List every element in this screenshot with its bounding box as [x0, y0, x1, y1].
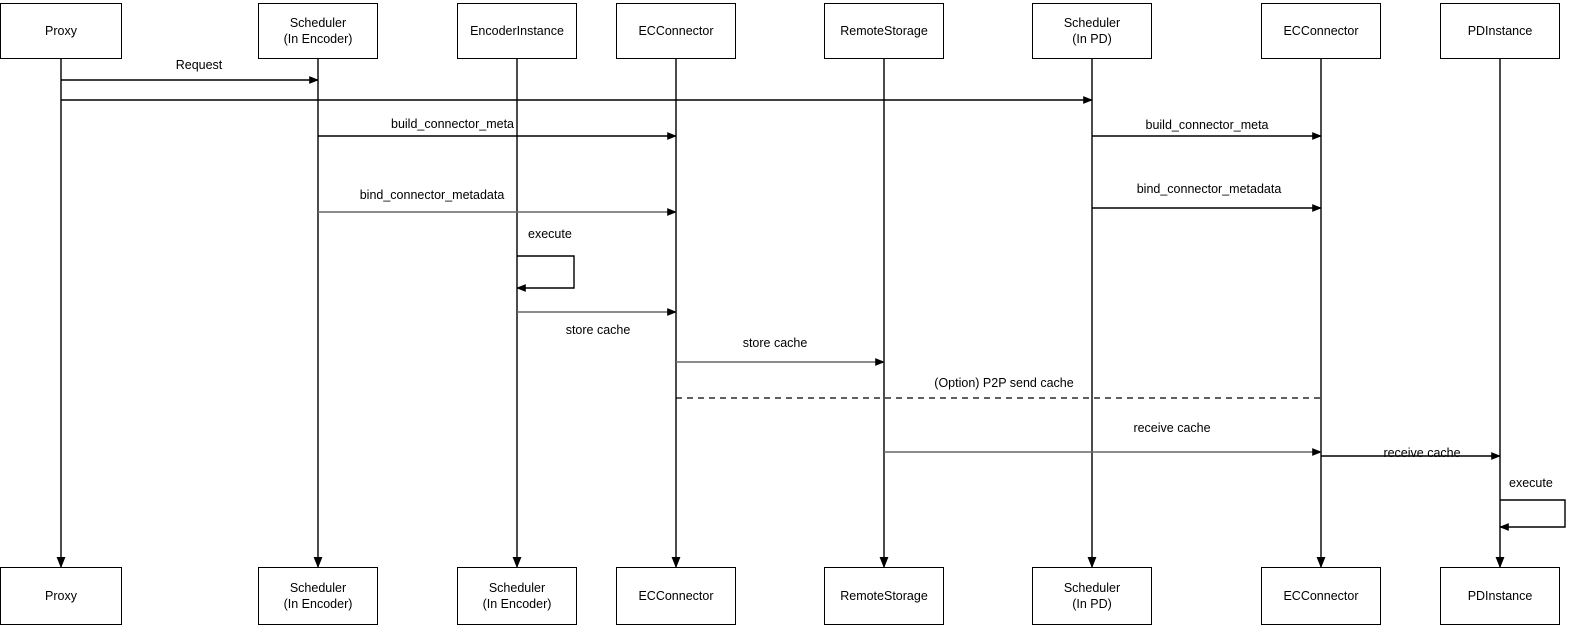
participant-label-sched_enc-top: Scheduler (In Encoder) [283, 16, 353, 46]
participant-box-pd_inst-top[interactable]: PDInstance [1440, 3, 1560, 59]
message-label-m11: receive cache [1133, 421, 1211, 435]
participant-box-sched_enc-top[interactable]: Scheduler (In Encoder) [258, 3, 378, 59]
participant-box-proxy-top[interactable]: Proxy [0, 3, 122, 59]
participant-label-sched_pd-top: Scheduler (In PD) [1063, 16, 1121, 46]
message-label-m7: execute [528, 227, 572, 241]
participant-label-proxy-bottom: Proxy [45, 589, 77, 603]
message-label-m6: bind_connector_metadata [1136, 182, 1282, 196]
message-label-m5: bind_connector_metadata [359, 188, 505, 202]
participant-box-sched_pd-bottom[interactable]: Scheduler (In PD) [1032, 567, 1152, 625]
participant-box-ecc_left-top[interactable]: ECConnector [616, 3, 736, 59]
message-label-m13: execute [1509, 476, 1553, 490]
message-label-m10: (Option) P2P send cache [934, 376, 1074, 390]
participant-label-encoder_inst-top: EncoderInstance [470, 24, 564, 38]
participant-label-remote-top: RemoteStorage [840, 24, 928, 38]
participant-label-pd_inst-bottom: PDInstance [1467, 589, 1533, 603]
participant-box-pd_inst-bottom[interactable]: PDInstance [1440, 567, 1560, 625]
lifelines-group [56, 59, 1505, 569]
participant-box-encoder_inst-top[interactable]: EncoderInstance [457, 3, 577, 59]
messages-group [61, 76, 1566, 531]
participant-box-remote-top[interactable]: RemoteStorage [824, 3, 944, 59]
participant-label-pd_inst-top: PDInstance [1467, 24, 1533, 38]
participant-label-encoder_inst-bottom: Scheduler (In Encoder) [482, 581, 552, 611]
participant-box-encoder_inst-bottom[interactable]: Scheduler (In Encoder) [457, 567, 577, 625]
participant-label-ecc_left-top: ECConnector [638, 24, 714, 38]
participant-label-ecc_right-bottom: ECConnector [1283, 589, 1359, 603]
self-message-m13[interactable] [1499, 499, 1566, 531]
message-label-m1: Request [175, 58, 223, 72]
message-label-m8: store cache [565, 323, 631, 337]
participant-box-ecc_left-bottom[interactable]: ECConnector [616, 567, 736, 625]
message-label-m9: store cache [742, 336, 808, 350]
participant-label-ecc_right-top: ECConnector [1283, 24, 1359, 38]
participant-box-remote-bottom[interactable]: RemoteStorage [824, 567, 944, 625]
participant-box-ecc_right-top[interactable]: ECConnector [1261, 3, 1381, 59]
participant-label-sched_pd-bottom: Scheduler (In PD) [1063, 581, 1121, 611]
self-message-m7[interactable] [516, 255, 575, 292]
participant-box-ecc_right-bottom[interactable]: ECConnector [1261, 567, 1381, 625]
participant-box-proxy-bottom[interactable]: Proxy [0, 567, 122, 625]
participant-label-ecc_left-bottom: ECConnector [638, 589, 714, 603]
participant-label-proxy-top: Proxy [45, 24, 77, 38]
message-label-m4: build_connector_meta [1145, 118, 1269, 132]
participant-label-sched_enc-bottom: Scheduler (In Encoder) [283, 581, 353, 611]
message-label-m12: receive cache [1383, 446, 1461, 460]
participant-label-remote-bottom: RemoteStorage [840, 589, 928, 603]
participant-box-sched_pd-top[interactable]: Scheduler (In PD) [1032, 3, 1152, 59]
participant-box-sched_enc-bottom[interactable]: Scheduler (In Encoder) [258, 567, 378, 625]
message-label-m3: build_connector_meta [391, 117, 514, 131]
